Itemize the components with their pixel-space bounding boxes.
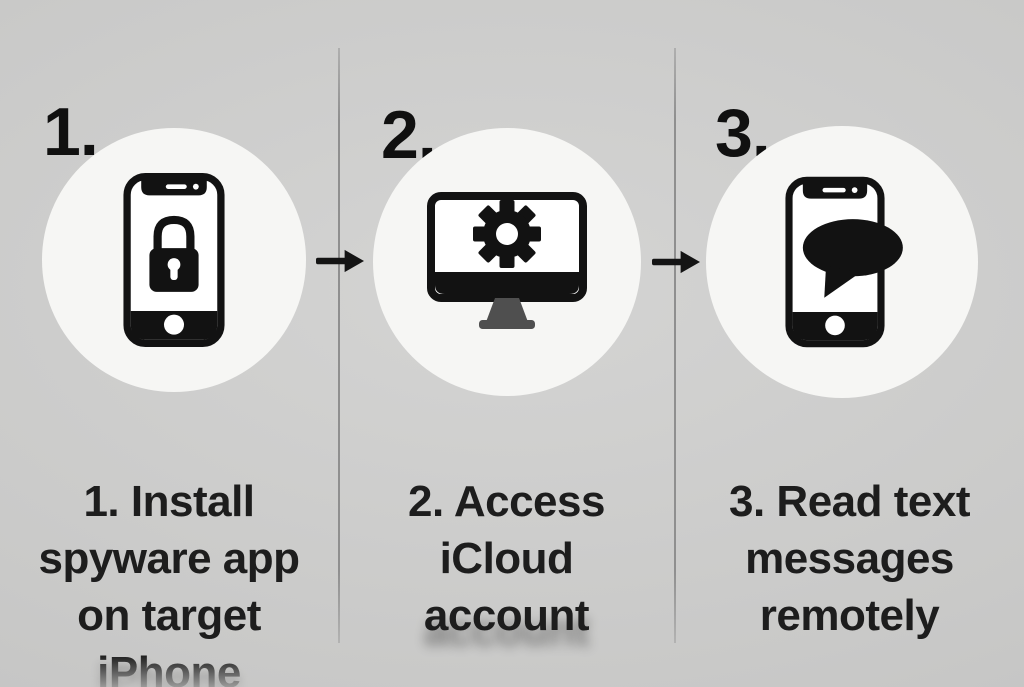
arrow-right-icon xyxy=(316,249,364,273)
step-1-caption: 1. Install spyware app on target iPhone xyxy=(0,473,338,687)
smartphone-message-icon xyxy=(785,176,903,348)
step-3-caption: 3. Read text messages remotely xyxy=(675,473,1024,644)
caption-line: spyware app xyxy=(38,534,300,583)
step-1-circle xyxy=(42,128,306,392)
smartphone-lock-icon xyxy=(123,173,225,347)
caption-line: 3. Read text xyxy=(729,477,970,526)
caption-line: 1. Install xyxy=(83,477,255,526)
caption-line: messages xyxy=(745,534,954,583)
monitor-gear-icon xyxy=(427,192,587,329)
column-divider-2 xyxy=(674,48,676,643)
caption-line: remotely xyxy=(759,591,940,640)
caption-line: iCloud xyxy=(439,534,574,583)
column-divider-1 xyxy=(338,48,340,643)
step-2-caption: 2. Access iCloud account xyxy=(339,473,674,644)
arrow-right-icon xyxy=(652,250,700,274)
caption-line: 2. Access xyxy=(408,477,605,526)
step-3-circle xyxy=(706,126,978,398)
step-2-circle xyxy=(373,128,641,396)
caption-line: iPhone xyxy=(97,648,241,687)
caption-line: on target xyxy=(77,591,261,640)
caption-line: account xyxy=(423,591,590,640)
step-1-number: 1. xyxy=(43,94,99,170)
